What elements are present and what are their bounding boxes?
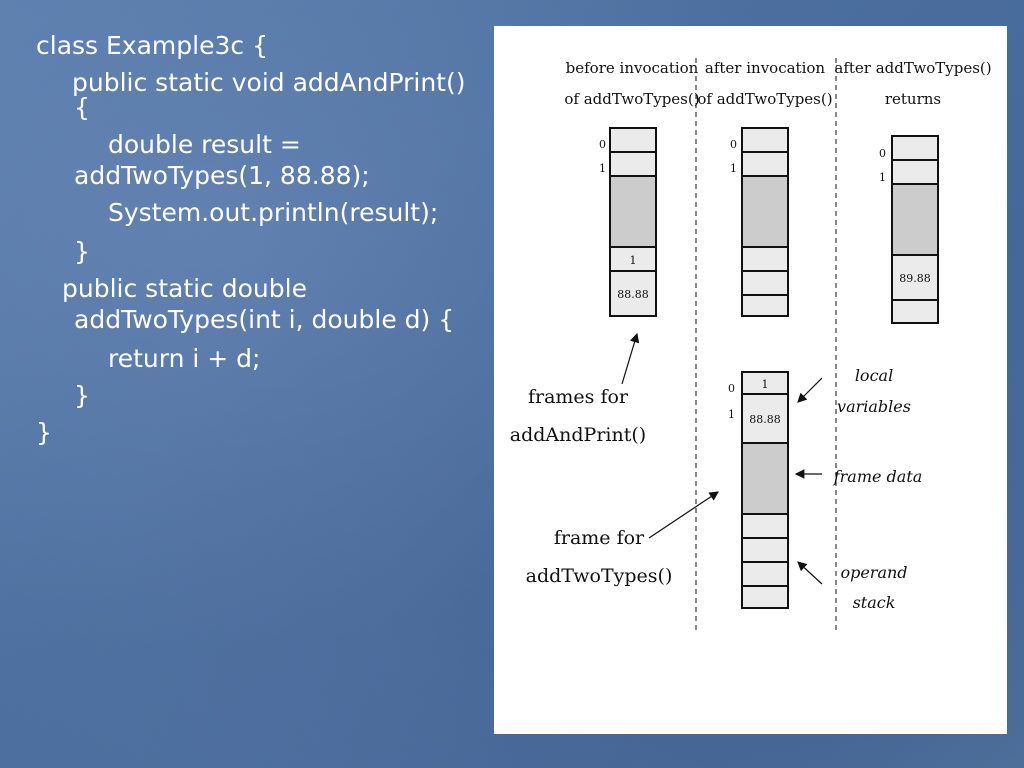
code-line: { [74,93,90,122]
arrow [797,561,823,585]
code-line: return i + d; [108,344,261,373]
index-0-label: 0 [730,138,737,151]
code-line: class Example3c { [36,31,268,60]
frames-for-label-1: frames for [528,386,629,408]
arrow [648,491,719,539]
local-variables-label-2: variables [837,397,911,416]
code-line: addTwoTypes(int i, double d) { [74,305,455,334]
col-header-return-2: returns [885,90,941,108]
index-0-label: 0 [599,138,606,151]
code-line: public static double [62,274,307,303]
code-listing: class Example3c { public static void add… [36,30,486,447]
frames-for-label-2: addAndPrint() [510,424,646,446]
cell-value: 88.88 [749,413,781,426]
stack-addtwotypes-frame: 0 1 1 88.88 [728,371,789,609]
index-1-label: 1 [879,171,886,184]
arrow [621,332,640,385]
cell-value: 1 [630,254,637,267]
frame-for-label-1: frame for [554,527,645,549]
cell-value: 88.88 [617,288,649,301]
code-line: double result = [108,130,301,159]
col-header-before-2: of addTwoTypes() [564,90,699,108]
operand-stack-label-1: operand [840,563,907,582]
col-header-after-1: after invocation [705,59,826,77]
stack-frames-figure: before invocation of addTwoTypes() after… [494,26,1007,734]
code-line: } [74,381,90,410]
stack-after-return: 0 1 89.88 [879,135,939,324]
index-1-label: 1 [730,162,737,175]
code-line: } [74,237,90,266]
frame-for-label-2: addTwoTypes() [526,565,673,587]
col-header-after-2: of addTwoTypes() [697,90,832,108]
cell-value: 89.88 [899,272,931,285]
code-line: public static void addAndPrint() [72,68,466,97]
col-header-before-1: before invocation [566,59,699,77]
arrow [797,377,823,403]
frame-data-label: frame data [833,467,923,486]
code-line: addTwoTypes(1, 88.88); [74,161,370,190]
stack-diagram: before invocation of addTwoTypes() after… [510,58,992,631]
local-variables-label-1: local [855,366,893,385]
code-line: } [36,418,52,447]
index-1-label: 1 [728,408,735,421]
cell-value: 1 [762,378,769,391]
index-1-label: 1 [599,162,606,175]
index-0-label: 0 [879,147,886,160]
index-0-label: 0 [728,382,735,395]
operand-stack-label-2: stack [853,593,896,612]
stack-before-invocation: 0 1 1 88.88 [599,127,657,317]
col-header-return-1: after addTwoTypes() [834,59,991,77]
stack-after-invocation: 0 1 [730,127,789,317]
code-line: System.out.println(result); [108,198,439,227]
